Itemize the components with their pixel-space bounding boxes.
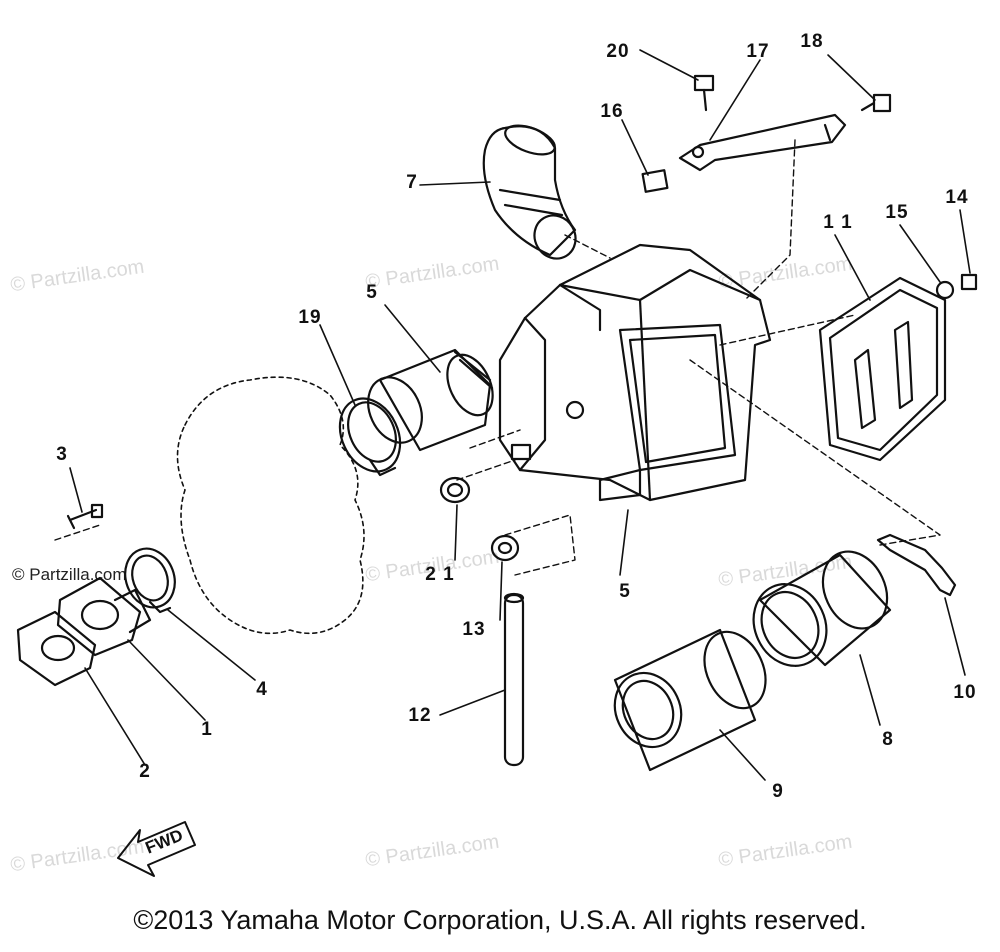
callout-16: 16 <box>600 101 624 122</box>
part-17-bracket <box>678 113 847 172</box>
callout-2: 2 <box>139 761 151 782</box>
part-15-washer <box>935 280 955 300</box>
callout-19: 19 <box>298 307 322 328</box>
part-4-clamp <box>124 547 176 614</box>
callout-9: 9 <box>772 781 784 802</box>
callout-6: 5 <box>366 282 378 303</box>
part-12-hose <box>503 592 525 767</box>
callout-14: 14 <box>945 187 969 208</box>
part-20-bolt <box>693 74 715 112</box>
leader-lines <box>69 49 971 781</box>
part-9-element <box>613 628 767 772</box>
part-7-duct <box>482 124 577 260</box>
engine-outline <box>176 376 365 635</box>
part-2-gasket <box>16 610 97 687</box>
callout-11: 1 1 <box>823 212 853 233</box>
exploded-parts-diagram <box>16 49 978 877</box>
callout-10: 10 <box>953 682 977 703</box>
callout-18: 18 <box>800 31 824 52</box>
part-21-grommet <box>439 476 471 504</box>
part-10-clip <box>876 533 957 597</box>
callout-3: 3 <box>56 444 68 465</box>
part-6-joint <box>367 348 494 452</box>
part-5-airbox <box>498 243 772 502</box>
connection-lines <box>54 139 941 576</box>
part-13-grommet <box>490 534 520 562</box>
part-18-bolt <box>860 93 892 113</box>
part-3-bolt <box>66 503 104 530</box>
part-19-clamp <box>338 397 402 477</box>
callout-4: 4 <box>256 679 268 700</box>
callout-15: 15 <box>885 202 909 223</box>
callout-1: 1 <box>201 719 213 740</box>
callout-7: 7 <box>406 172 418 193</box>
part-14-bolt <box>960 273 978 291</box>
callout-17: 17 <box>746 41 770 62</box>
fwd-arrow-icon <box>117 821 196 877</box>
callout-20: 20 <box>606 41 630 62</box>
copyright-notice: ©2013 Yamaha Motor Corporation, U.S.A. A… <box>133 905 867 935</box>
part-16-damper <box>641 169 669 193</box>
callout-8: 8 <box>882 729 894 750</box>
callout-5: 5 <box>619 581 631 602</box>
callout-13: 13 <box>462 619 486 640</box>
part-11-cover <box>818 276 947 462</box>
callout-12: 12 <box>408 705 432 726</box>
callout-21: 2 1 <box>425 564 455 585</box>
part-8-guide <box>752 550 892 667</box>
